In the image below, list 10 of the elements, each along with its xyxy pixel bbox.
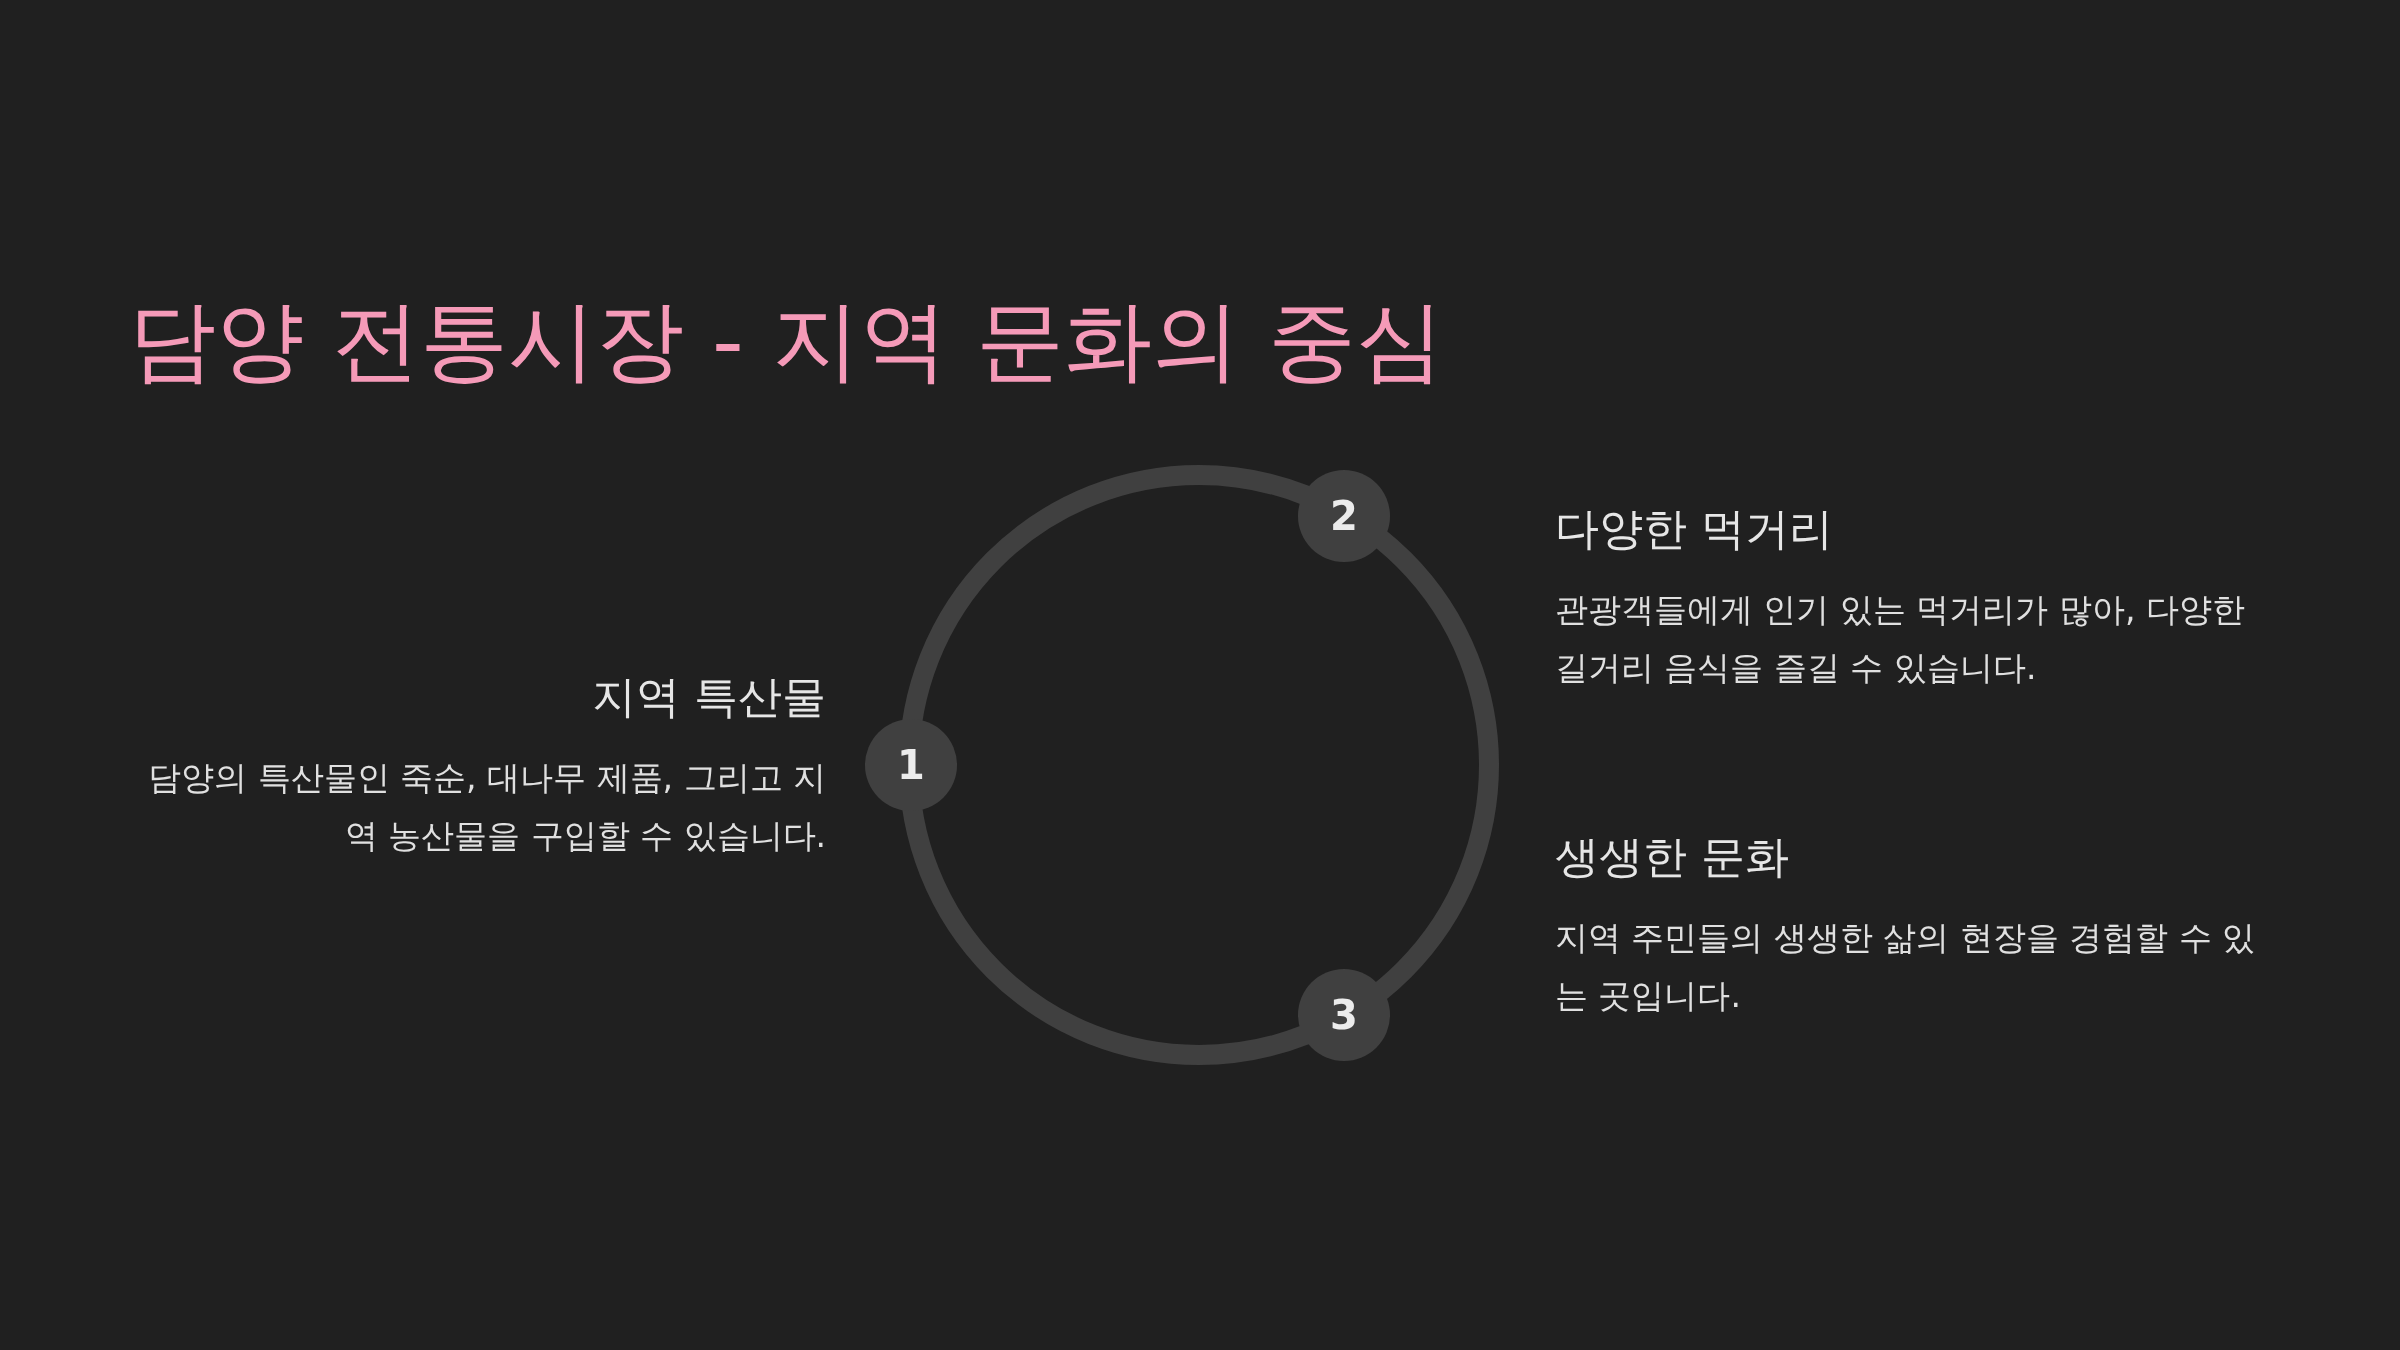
step-description: 관광객들에게 인기 있는 먹거리가 많아, 다양한 길거리 음식을 즐길 수 있습니다. bbox=[1555, 589, 2246, 689]
step-description: 지역 주민들의 생생한 삶의 현장을 경험할 수 있는 곳입니다. bbox=[1555, 917, 2257, 1017]
step-number-circle: 2 bbox=[1298, 470, 1390, 562]
step-number-circle: 1 bbox=[865, 719, 957, 811]
step-heading: 생생한 문화 bbox=[1555, 830, 1790, 884]
step-number-circle: 3 bbox=[1298, 969, 1390, 1061]
step-heading: 지역 특산물 bbox=[591, 670, 826, 724]
step-heading: 다양한 먹거리 bbox=[1555, 502, 1834, 556]
step-description: 담양의 특산물인 죽순, 대나무 제품, 그리고 지역 농산물을 구입할 수 있습니다. bbox=[147, 757, 826, 857]
title: 담양 전통시장 - 지역 문화의 중심 bbox=[128, 288, 1444, 394]
